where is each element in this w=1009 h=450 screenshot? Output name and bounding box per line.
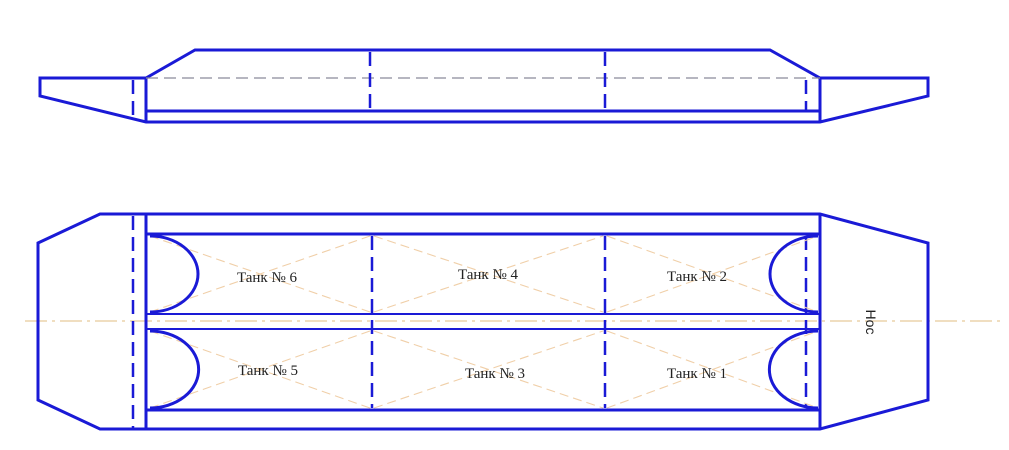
tank-3-label: Танк № 3 <box>465 366 525 382</box>
stern-hatch-lower <box>149 329 201 410</box>
tank-4-label: Танк № 4 <box>458 267 519 283</box>
top-view: Танк № 6 Танк № 4 Танк № 2 Танк № 5 Танк… <box>25 212 1005 431</box>
nose-label: Нос <box>863 310 879 335</box>
tank-diagonals <box>149 235 819 409</box>
side-view <box>38 48 930 124</box>
bow-hatch-upper <box>768 234 819 314</box>
tank-1-label: Танк № 1 <box>667 366 727 382</box>
tank-5-label: Танк № 5 <box>238 363 298 379</box>
bow-hatch-lower <box>767 329 819 410</box>
tank-6-label: Танк № 6 <box>237 270 298 286</box>
stern-hatch-upper <box>149 234 200 314</box>
tank-2-label: Танк № 2 <box>667 269 727 285</box>
